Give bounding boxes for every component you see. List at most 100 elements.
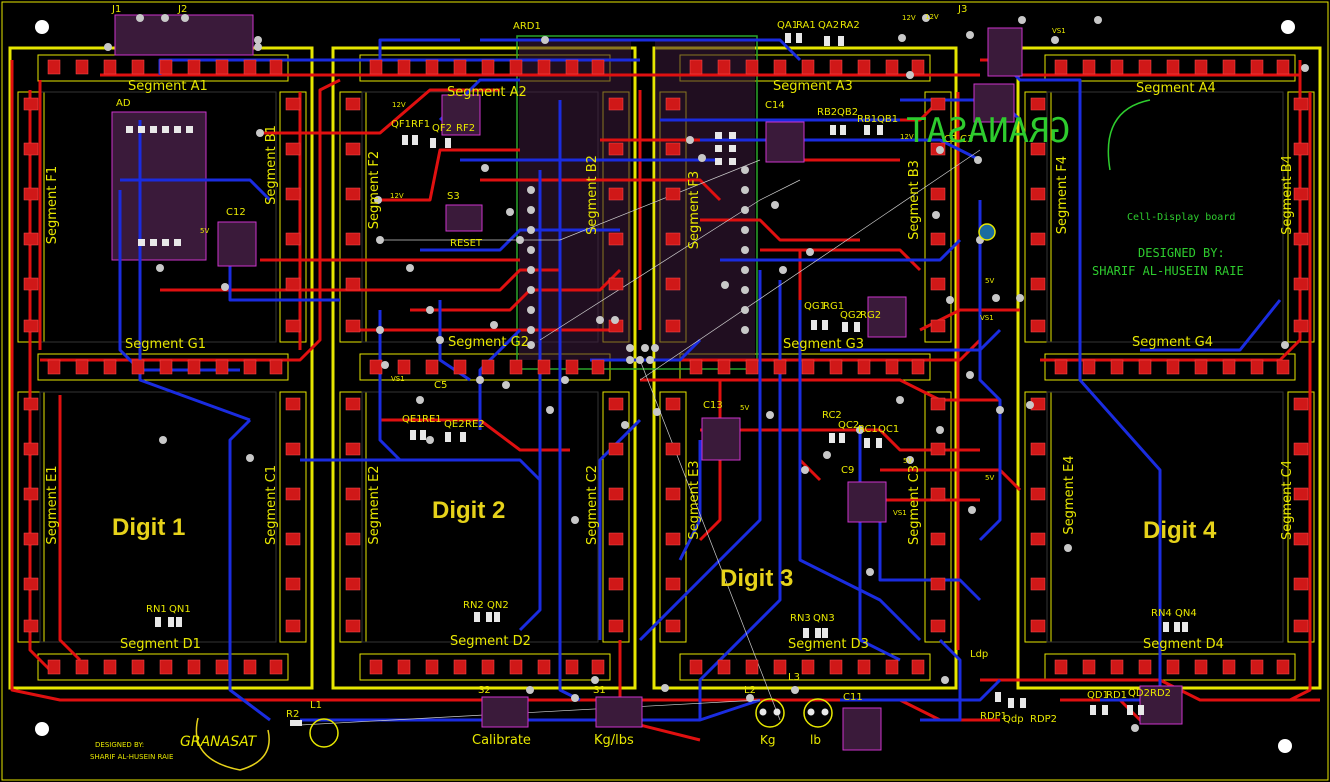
svg-text:VS1: VS1: [391, 375, 405, 383]
digit-1-label: Digit 1: [112, 514, 185, 541]
svg-text:C9: C9: [841, 465, 854, 476]
segment-c4-label: Segment C4: [1280, 460, 1295, 540]
svg-text:12V: 12V: [902, 14, 916, 22]
digit-4-label: Digit 4: [1143, 517, 1217, 544]
logo-bottom-author: SHARIF AL-HUSEIN RAIE: [90, 753, 173, 761]
segment-e2-label: Segment E2: [367, 465, 382, 544]
segment-driver-labels: QA1 RA1 QA2 RA2 QF1 RF1 QF2 RF2 RB2 QB2 …: [391, 20, 1171, 725]
svg-text:RE2: RE2: [465, 419, 485, 430]
svg-text:RG2: RG2: [860, 310, 881, 321]
svg-text:RA2: RA2: [840, 20, 860, 31]
svg-text:S1: S1: [593, 685, 606, 696]
svg-text:RG1: RG1: [823, 301, 844, 312]
segment-a4-label: Segment A4: [1136, 81, 1216, 96]
digit-frame-3: [652, 46, 958, 690]
svg-text:RF2: RF2: [456, 123, 475, 134]
logo-text-top: GRANASAT: [906, 111, 1070, 151]
mounting-hole: [1281, 20, 1295, 34]
svg-text:C11: C11: [843, 692, 863, 703]
segment-e1-label: Segment E1: [45, 465, 60, 544]
svg-text:RN3: RN3: [790, 613, 811, 624]
mounting-hole: [35, 722, 49, 736]
svg-text:QE1: QE1: [402, 414, 423, 425]
svg-text:RB2: RB2: [817, 107, 837, 118]
svg-text:QA2: QA2: [818, 20, 839, 31]
logo-bottom-swoosh: [195, 717, 270, 771]
digit-2-label: Digit 2: [432, 497, 505, 524]
segment-a3-label: Segment A3: [773, 79, 853, 94]
segment-b1-label: Segment B1: [264, 125, 279, 205]
svg-text:RD2: RD2: [1150, 688, 1171, 699]
svg-text:5V: 5V: [200, 227, 209, 235]
svg-text:RN1: RN1: [146, 604, 167, 615]
svg-text:QN2: QN2: [487, 600, 509, 611]
svg-text:C13: C13: [703, 400, 723, 411]
adc-module-hatch: [111, 111, 207, 261]
segment-f4-label: Segment F4: [1055, 156, 1070, 234]
svg-text:L1: L1: [310, 700, 322, 711]
kg-lbs-label: Kg/lbs: [594, 733, 634, 748]
svg-text:QG1: QG1: [804, 301, 826, 312]
svg-text:C5: C5: [434, 380, 447, 391]
svg-text:RDP2: RDP2: [1030, 714, 1057, 725]
svg-text:C12: C12: [226, 207, 246, 218]
svg-text:QD2: QD2: [1128, 688, 1150, 699]
svg-text:RD1: RD1: [1106, 690, 1127, 701]
pot-rv: [978, 223, 996, 241]
segment-b3-label: Segment B3: [907, 160, 922, 240]
svg-text:L3: L3: [788, 672, 800, 683]
net-labels: 5V 12V 12V 12V 12V 12V VS1 VS1 VS1 VS1 5…: [200, 13, 1066, 517]
segment-a1-label: Segment A1: [128, 79, 208, 94]
svg-text:QN1: QN1: [169, 604, 191, 615]
svg-text:S2: S2: [478, 685, 491, 696]
svg-text:QN4: QN4: [1175, 608, 1197, 619]
component-labels: J1 J2 J3 AD ARD1 C2 C3 C5 C9 C12 C13 C14…: [111, 4, 973, 720]
svg-text:5V: 5V: [740, 404, 749, 412]
header-pins: [126, 126, 736, 246]
svg-text:L2: L2: [744, 685, 756, 696]
svg-text:RF1: RF1: [411, 119, 430, 130]
svg-text:C14: C14: [765, 100, 785, 111]
svg-text:5V: 5V: [985, 277, 994, 285]
segment-c3-label: Segment C3: [907, 465, 922, 545]
svg-text:VS1: VS1: [1052, 27, 1066, 35]
granasat-logo-top: GRANASAT Cell-Display board DESIGNED BY:…: [906, 99, 1244, 278]
svg-text:VS1: VS1: [980, 314, 994, 322]
svg-text:12V: 12V: [390, 192, 404, 200]
svg-text:R2: R2: [286, 709, 299, 720]
svg-text:QA1: QA1: [777, 20, 798, 31]
bottom-copper-traces: [118, 38, 1282, 722]
svg-text:RC1: RC1: [858, 424, 878, 435]
digit-3-label: Digit 3: [720, 565, 793, 592]
svg-text:QB1: QB1: [877, 114, 898, 125]
logo-author: SHARIF AL-HUSEIN RAIE: [1092, 264, 1244, 278]
svg-text:QF1: QF1: [391, 119, 411, 130]
arduino-footprint: [516, 35, 758, 370]
segment-g2-label: Segment G2: [448, 335, 529, 350]
logo-swoosh: [1107, 99, 1151, 171]
led-pads: [23, 59, 1309, 675]
svg-text:QB2: QB2: [837, 107, 858, 118]
svg-text:QF2: QF2: [432, 123, 452, 134]
lb-led-label: lb: [810, 733, 821, 747]
smd-pads: [155, 33, 1188, 726]
led-pins: [759, 708, 829, 716]
svg-text:RESET: RESET: [450, 238, 483, 249]
svg-text:QE2: QE2: [444, 419, 465, 430]
svg-text:S3: S3: [447, 191, 460, 202]
svg-text:RB1: RB1: [857, 114, 877, 125]
segment-d2-label: Segment D2: [450, 634, 531, 649]
segment-e4-label: Segment E4: [1062, 455, 1077, 534]
logo-bottom-designed-by: DESIGNED BY:: [95, 741, 144, 749]
ratsnest-lines: [299, 149, 981, 726]
digit-frame-2: [331, 46, 637, 690]
svg-text:QD1: QD1: [1087, 690, 1109, 701]
segment-g1-label: Segment G1: [125, 337, 206, 352]
mounting-holes: [35, 20, 1295, 753]
led-l1: [309, 718, 339, 748]
svg-text:J1: J1: [111, 4, 121, 15]
svg-text:12V: 12V: [392, 101, 406, 109]
svg-text:C2: C2: [944, 134, 957, 145]
